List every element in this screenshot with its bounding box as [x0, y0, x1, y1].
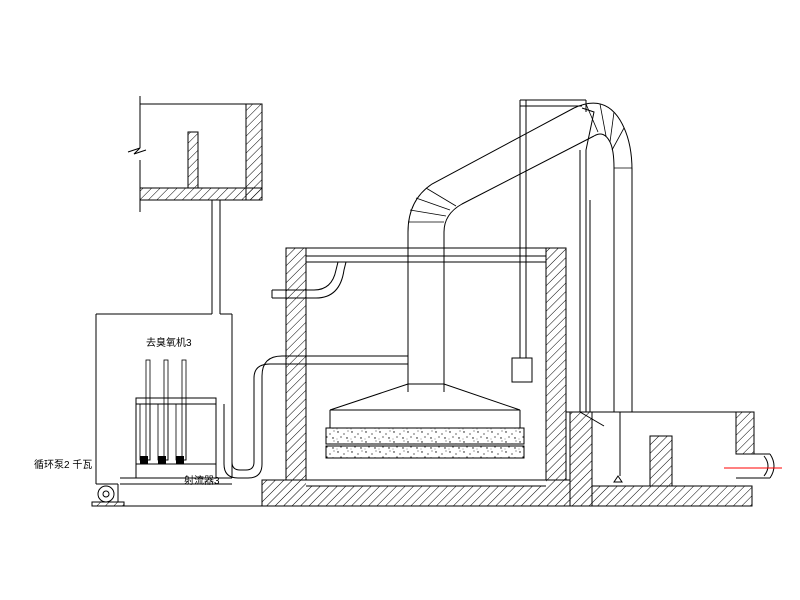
upper-wall-structure — [127, 96, 263, 212]
overflow-pipe — [579, 107, 605, 427]
ejector-label: 射流器3 — [184, 474, 220, 487]
equipment-group — [91, 359, 262, 507]
pump-wheel-icon — [97, 485, 115, 503]
outlet-chamber — [566, 411, 782, 507]
filter-bed — [325, 383, 525, 459]
exhaust-duct — [407, 102, 633, 412]
pump-label: 循环泵2 千瓦 — [34, 458, 92, 471]
side-inlet-pipe — [271, 261, 347, 299]
deodorizer-label: 去臭氧机3 — [146, 336, 192, 349]
level-probe — [511, 99, 587, 383]
main-tank — [261, 247, 571, 507]
inlet-u-pipe — [223, 355, 408, 479]
